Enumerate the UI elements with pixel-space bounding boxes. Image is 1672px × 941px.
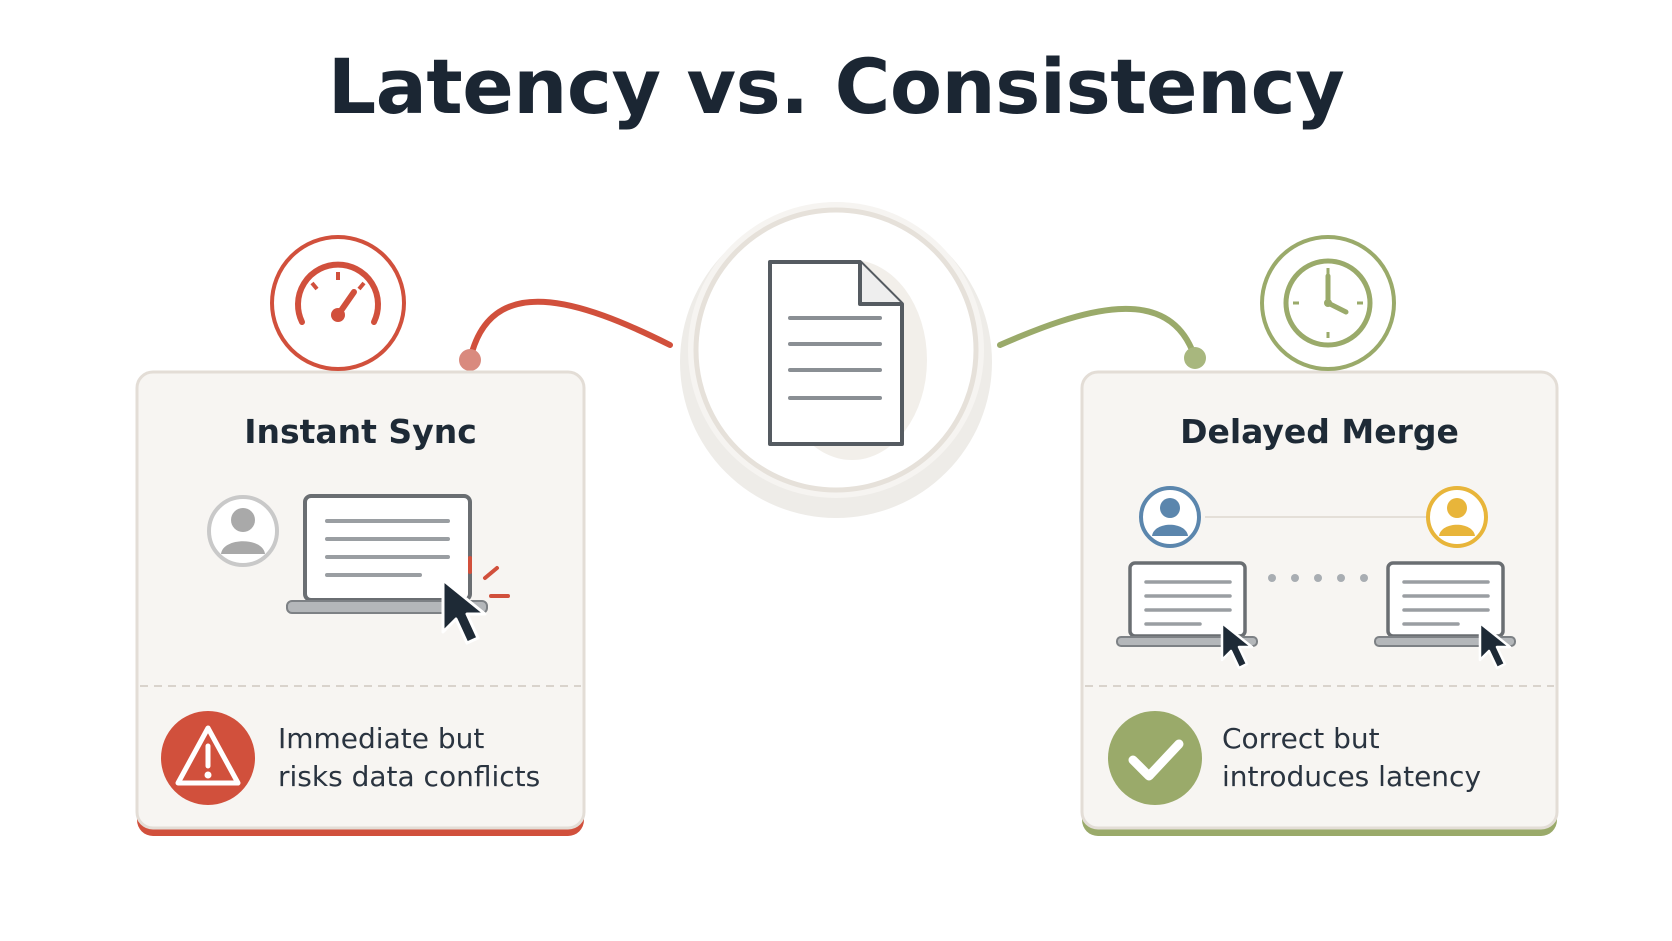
instant-sync-note-line1: Immediate but	[278, 722, 485, 755]
warning-icon	[161, 711, 255, 805]
left-connector	[467, 298, 673, 363]
instant-sync-note: Immediate but risks data conflicts	[278, 720, 540, 796]
center-document-node	[680, 202, 992, 518]
checkmark-icon	[1108, 711, 1202, 805]
user-avatar-grey	[207, 495, 279, 567]
cursor-icon	[441, 578, 487, 645]
laptop-icon	[286, 494, 488, 614]
cursor-icon-left	[1220, 621, 1254, 670]
instant-sync-note-line2: risks data conflicts	[278, 760, 541, 793]
click-burst-icon	[468, 556, 510, 598]
delayed-merge-title: Delayed Merge	[1180, 412, 1459, 451]
delayed-merge-note-line2: introduces latency	[1222, 760, 1482, 793]
right-connector	[997, 305, 1198, 361]
delayed-merge-card	[1080, 370, 1559, 836]
delayed-merge-note: Correct but introduces latency	[1222, 720, 1481, 796]
speedometer-icon	[270, 235, 406, 371]
cursor-icon-right	[1478, 621, 1512, 670]
user-avatar-yellow	[1426, 486, 1488, 548]
clock-icon	[1260, 235, 1396, 371]
document-icon	[768, 260, 904, 446]
instant-sync-title: Instant Sync	[244, 412, 477, 451]
left-connector-dot	[459, 349, 481, 371]
right-connector-dot	[1184, 347, 1206, 369]
delayed-merge-note-line1: Correct but	[1222, 722, 1380, 755]
sync-dots	[1268, 574, 1368, 582]
user-avatar-blue	[1139, 486, 1201, 548]
page-title: Latency vs. Consistency	[327, 42, 1345, 131]
